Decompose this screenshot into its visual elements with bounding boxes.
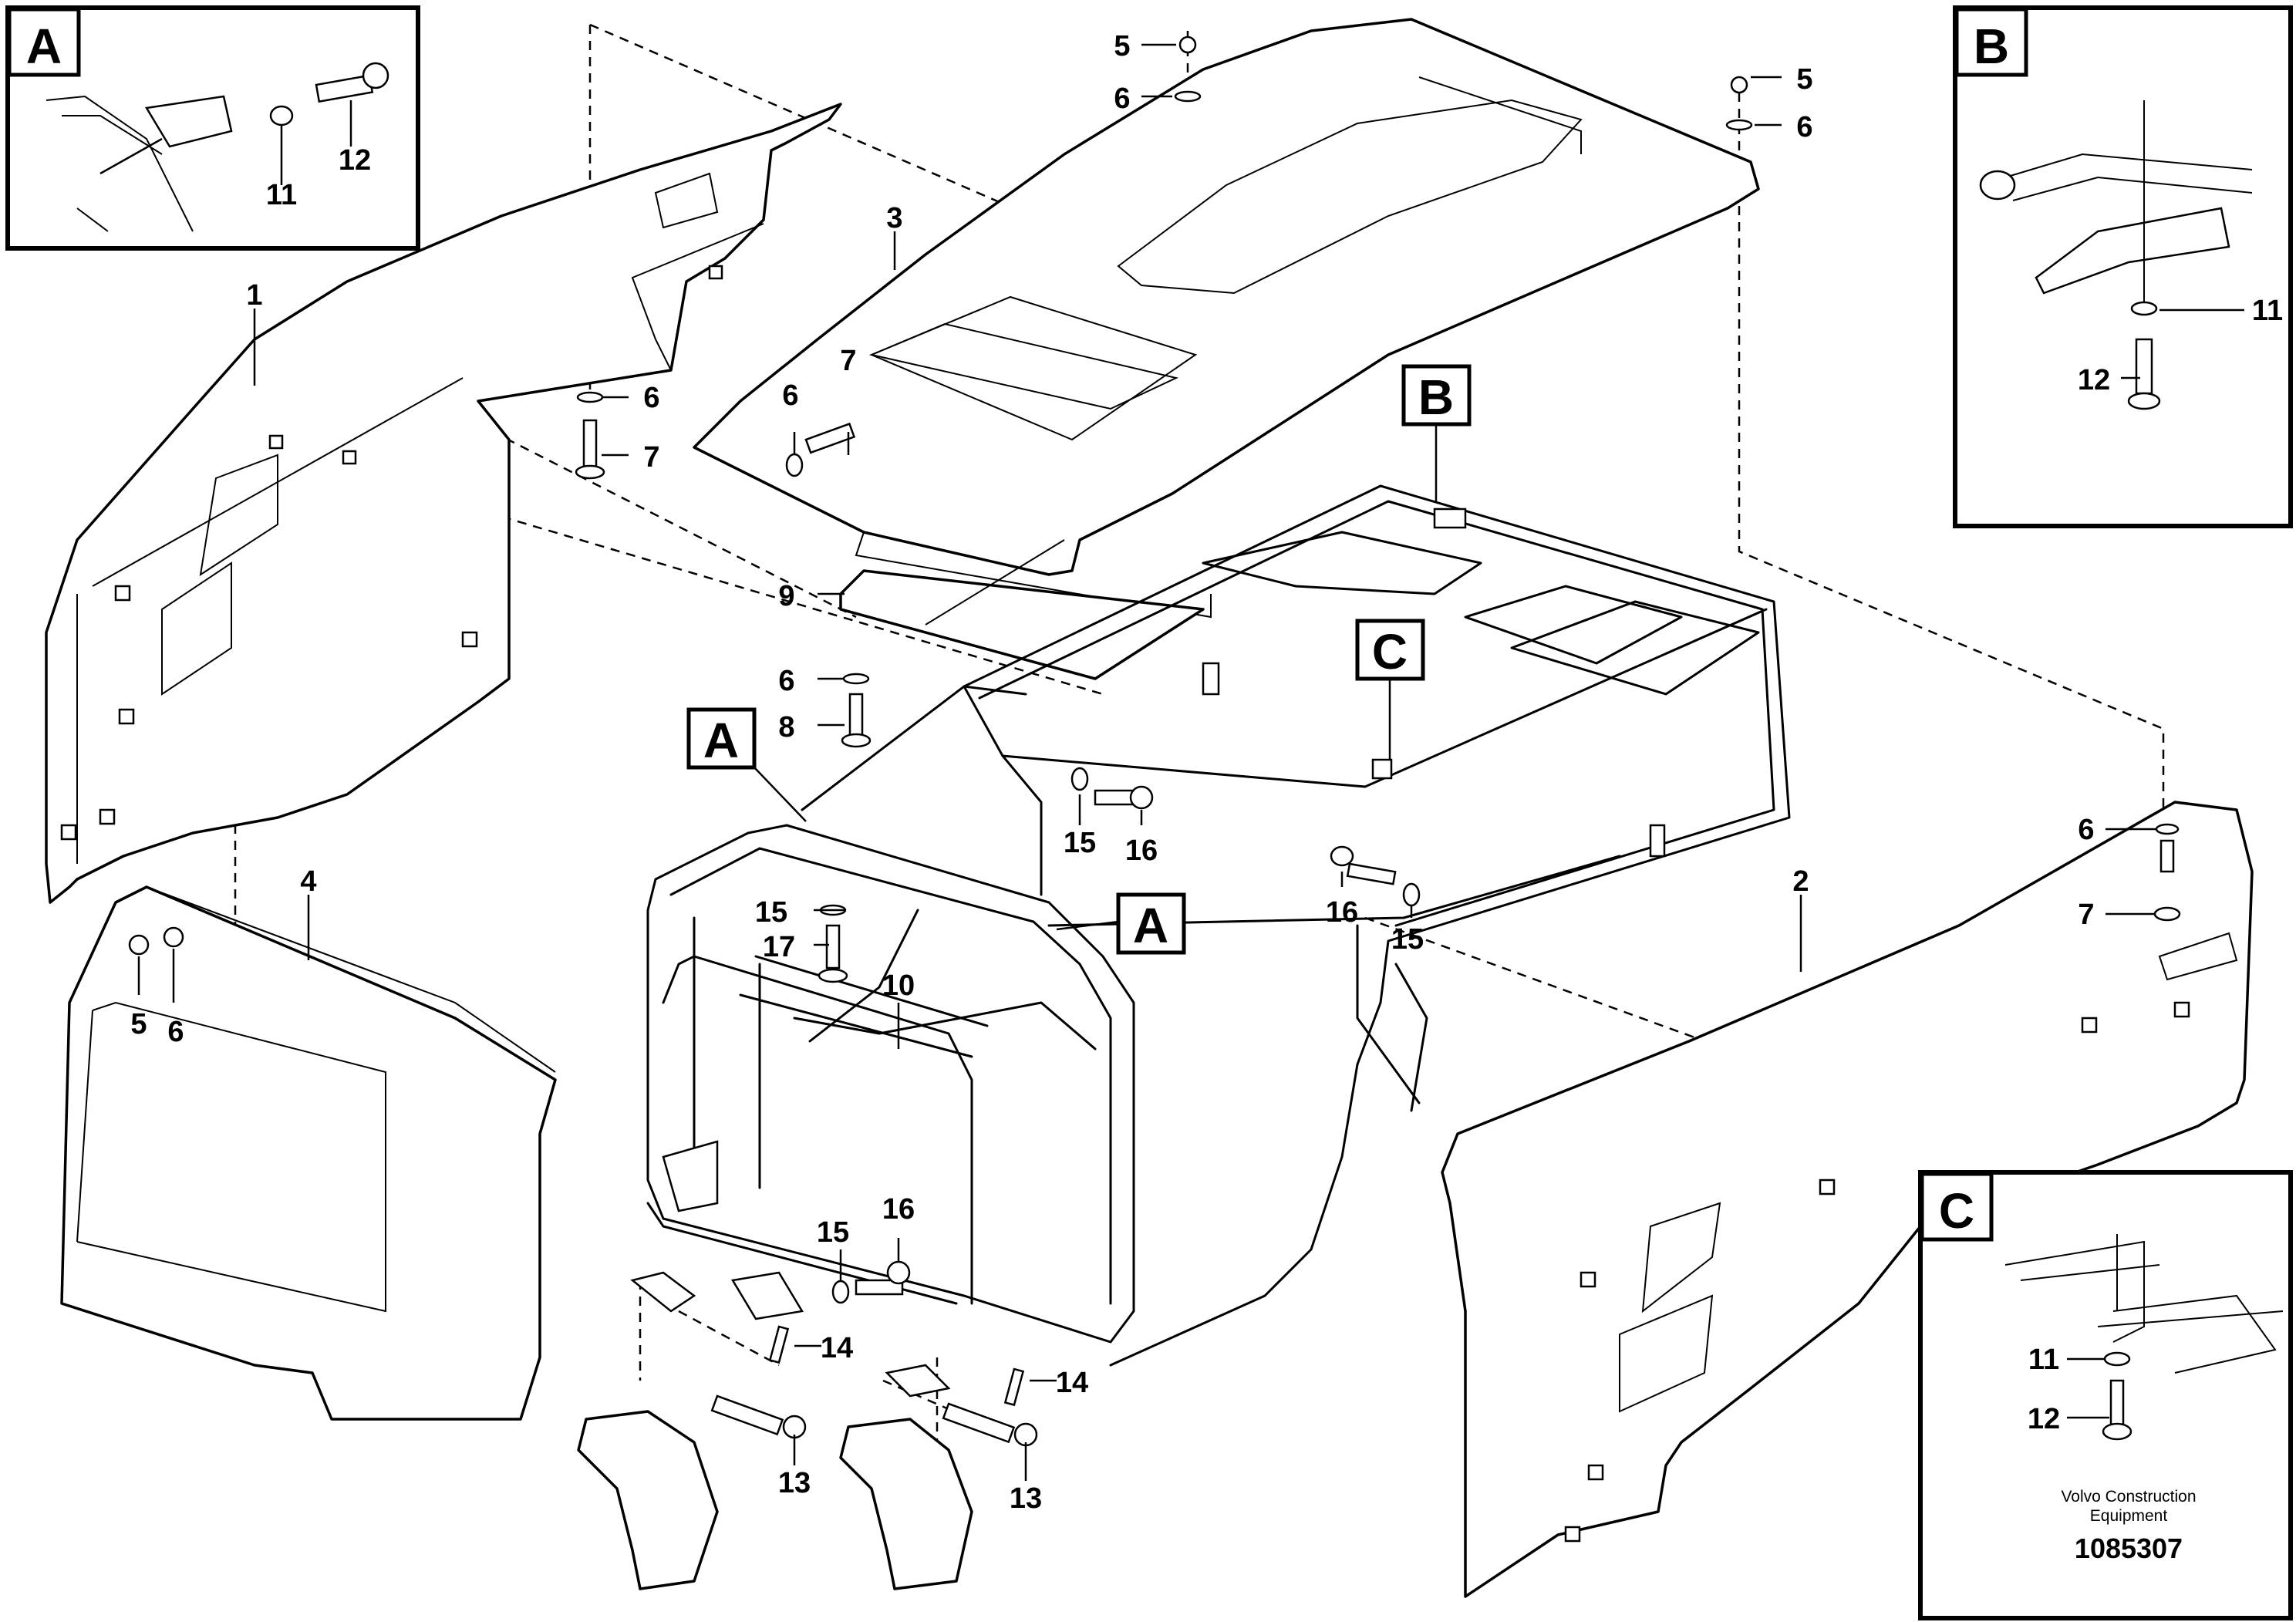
callout-5-roof-left: 5 [1114,30,1130,62]
door-frame [630,824,1135,1398]
reference-label-b: B [1418,369,1454,425]
callout-6-roof-left: 6 [1114,83,1130,115]
callout-7-panel1: 7 [643,441,659,474]
document-number: 1085307 [2075,1533,2183,1564]
door-panel [60,885,557,1421]
callout-2: 2 [1792,865,1809,898]
callout-15-frame: 15 [1391,923,1424,956]
detail-view-b: B [1953,5,2293,528]
detail-view-c: C [1918,1170,2293,1620]
cover-plate [839,539,1205,680]
callout-7-panel2: 7 [2078,899,2094,931]
reference-box-a-upper: A [686,707,807,822]
side-panel-left [45,103,842,904]
callout-15-lower: 15 [817,1216,849,1249]
callout-11-detail-c: 11 [2028,1344,2059,1376]
roof-cover [693,18,1760,619]
reference-label-c: C [1372,624,1408,679]
callout-1: 1 [246,279,262,312]
side-panel-right [1441,801,2254,1598]
detail-label-c: C [1939,1183,1974,1239]
callout-14-right: 14 [1056,1367,1088,1399]
callout-5-roof-right: 5 [1796,63,1812,96]
callout-6-door-panel: 6 [167,1016,184,1048]
callout-5-door-panel: 5 [130,1008,147,1040]
reference-label-a-upper: A [703,713,739,768]
callout-14-left: 14 [821,1332,853,1364]
reference-label-a-lower: A [1133,898,1168,953]
callout-15-upper: 15 [1064,827,1096,859]
callout-3: 3 [886,202,902,234]
callout-11-detail-a: 11 [266,179,297,211]
callout-13-left: 13 [778,1467,811,1499]
detail-label-b: B [1974,19,2009,74]
callout-11-detail-b: 11 [2252,295,2283,327]
detail-view-a: A [5,5,420,251]
callout-12-detail-a: 12 [339,144,371,177]
callout-leaders [137,43,2244,1481]
step-right [839,1418,973,1590]
detail-label-a: A [26,19,62,74]
callout-9: 9 [778,580,794,612]
step-left [577,1410,719,1590]
callout-numbers: 1 2 3 4 5 6 5 6 6 7 6 7 9 6 8 15 16 15 1… [130,30,2283,1515]
callout-6-panel1: 6 [643,382,659,414]
footer-block: Volvo Construction Equipment 1085307 [2061,1488,2196,1564]
callout-6-plate: 6 [778,665,794,697]
callout-6-roof-side: 6 [782,379,798,412]
callout-4: 4 [300,865,316,898]
reference-box-a-lower: A [1056,892,1186,955]
reference-box-b: B [1401,364,1472,501]
callout-6-panel2: 6 [2078,814,2094,846]
callout-12-detail-b: 12 [2078,364,2110,396]
callout-16-lower: 16 [882,1193,915,1226]
callout-15-door: 15 [755,896,787,929]
fasteners [128,35,2181,1447]
maker-line-1: Volvo Construction [2061,1488,2196,1506]
callout-17: 17 [763,931,795,963]
callout-16-upper: 16 [1125,835,1158,867]
callout-16-frame: 16 [1326,896,1358,929]
reference-box-c: C [1355,619,1425,760]
callout-8: 8 [778,711,794,744]
callout-12-detail-c: 12 [2028,1403,2060,1435]
maker-line-2: Equipment [2090,1507,2168,1525]
callout-6-roof-right: 6 [1796,111,1812,143]
callout-13-right: 13 [1010,1482,1042,1515]
callout-10: 10 [882,969,915,1002]
callout-7-roof-side: 7 [840,345,856,377]
